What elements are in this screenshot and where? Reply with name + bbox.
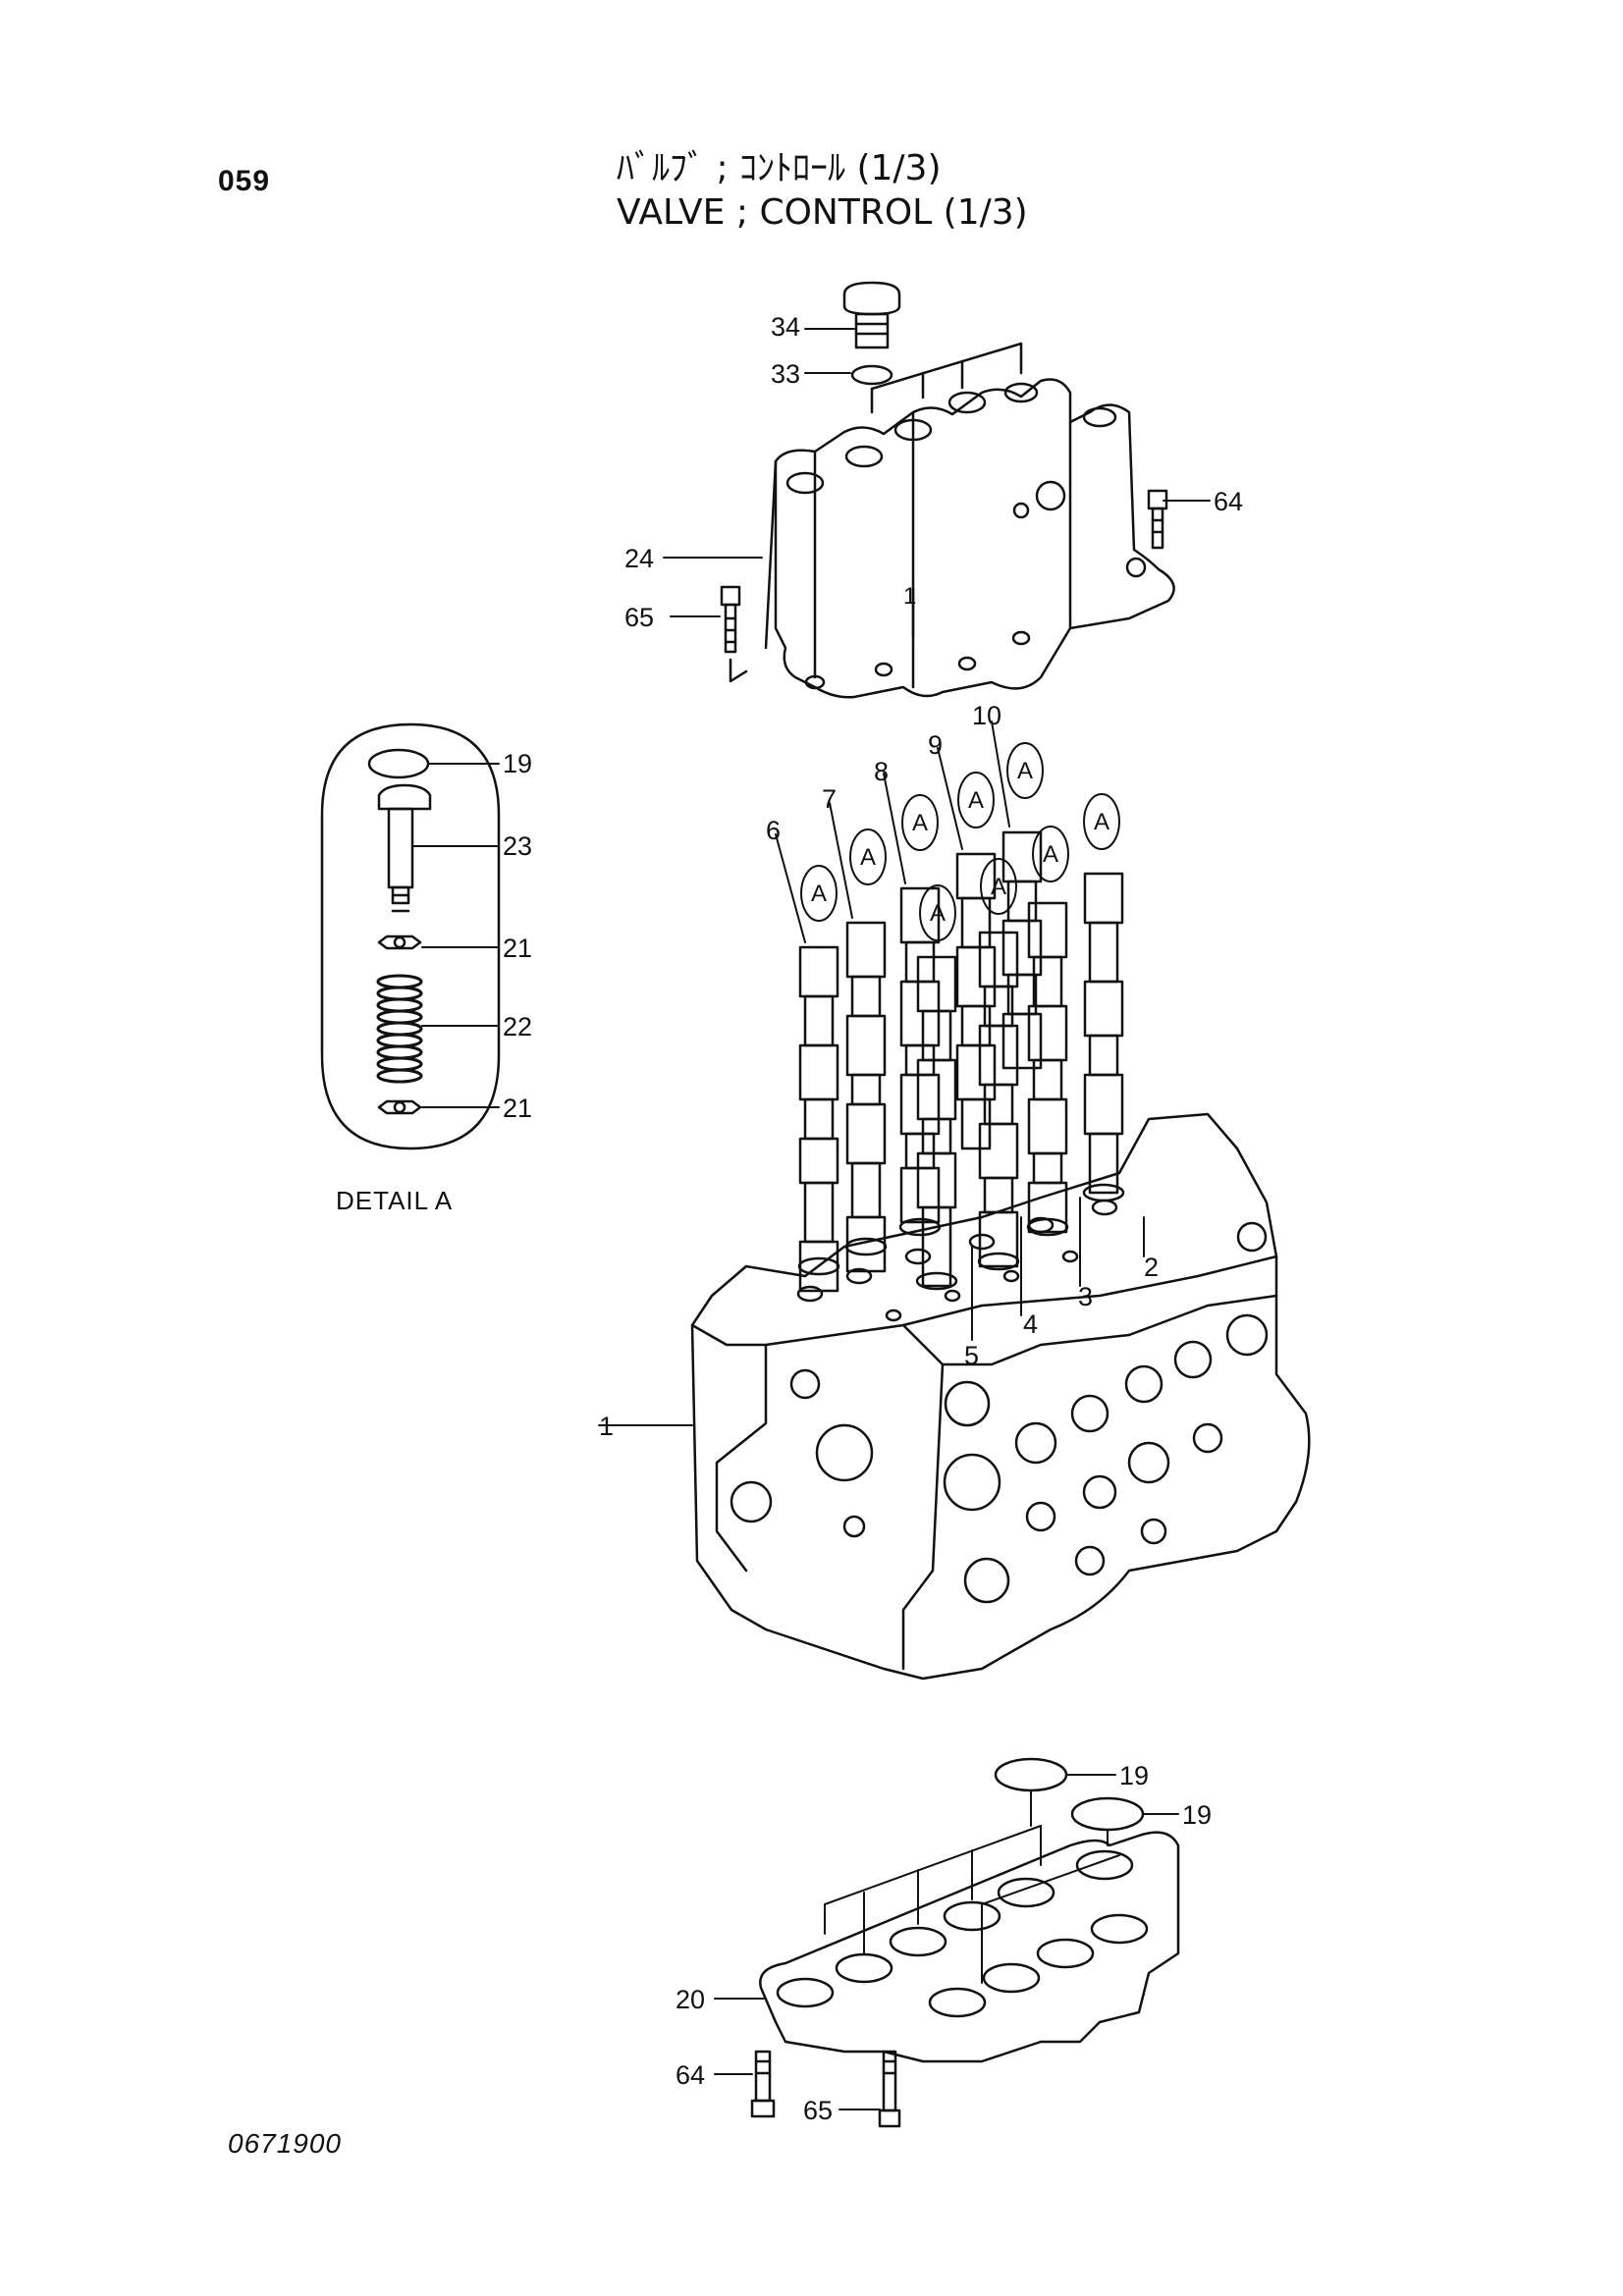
label-9: 9 bbox=[928, 730, 943, 760]
label-65-bottom: 65 bbox=[803, 2096, 833, 2125]
title-japanese: ﾊﾞﾙﾌﾞ ; ｺﾝﾄﾛｰﾙ (1/3) bbox=[617, 148, 942, 188]
top-cover-assembly bbox=[720, 281, 1175, 699]
main-valve-body bbox=[598, 1112, 1311, 1681]
label-64-top: 64 bbox=[1214, 487, 1243, 516]
callout-a-markers bbox=[800, 742, 1120, 941]
callout-a-7: A bbox=[1017, 758, 1033, 784]
spool-2 bbox=[1083, 872, 1124, 1195]
spool-10 bbox=[1001, 830, 1043, 1070]
callout-a-3: A bbox=[912, 810, 928, 836]
callout-a-8: A bbox=[1043, 841, 1058, 868]
label-19-bottom-a: 19 bbox=[1119, 1761, 1149, 1790]
label-65-top: 65 bbox=[624, 603, 654, 632]
part-labels: 34 33 64 24 65 1 19 23 21 22 21 6 7 8 9 … bbox=[503, 312, 1243, 2125]
page-number: 059 bbox=[218, 165, 271, 197]
label-64-bottom: 64 bbox=[676, 2060, 705, 2090]
label-1-cover: 1 bbox=[903, 583, 916, 610]
callout-a-2: A bbox=[860, 844, 876, 871]
label-5: 5 bbox=[964, 1341, 979, 1370]
spool-7 bbox=[845, 921, 887, 1273]
spool-9 bbox=[955, 852, 997, 1150]
label-20: 20 bbox=[676, 1985, 705, 2014]
title-english: VALVE ; CONTROL (1/3) bbox=[617, 192, 1028, 233]
label-22: 22 bbox=[503, 1012, 532, 1041]
label-7: 7 bbox=[822, 784, 837, 814]
spool-5 bbox=[916, 955, 957, 1288]
leader-lines-top bbox=[663, 328, 1211, 617]
label-33: 33 bbox=[771, 359, 800, 389]
spool-8 bbox=[899, 886, 941, 1224]
label-23: 23 bbox=[503, 831, 532, 861]
callout-a-4: A bbox=[930, 900, 946, 927]
label-6: 6 bbox=[766, 816, 781, 845]
label-2: 2 bbox=[1144, 1253, 1159, 1282]
document-code: 0671900 bbox=[228, 2128, 343, 2159]
label-10: 10 bbox=[972, 701, 1001, 730]
callout-a-9: A bbox=[1094, 809, 1109, 835]
label-21-lower: 21 bbox=[503, 1094, 532, 1123]
label-34: 34 bbox=[771, 312, 800, 342]
spool-6 bbox=[798, 945, 839, 1293]
label-1-body: 1 bbox=[599, 1412, 614, 1441]
detail-a-frame bbox=[320, 722, 501, 1150]
label-21-upper: 21 bbox=[503, 934, 532, 963]
callout-a-5: A bbox=[968, 787, 984, 814]
callout-a-6: A bbox=[991, 874, 1006, 900]
label-24: 24 bbox=[624, 544, 654, 573]
bottom-cover-assembly bbox=[714, 1757, 1180, 2128]
label-19-detail: 19 bbox=[503, 749, 532, 778]
label-3: 3 bbox=[1078, 1282, 1093, 1311]
label-4: 4 bbox=[1023, 1309, 1038, 1339]
detail-a-label: DETAIL A bbox=[336, 1186, 454, 1215]
spool-3 bbox=[1027, 901, 1068, 1234]
callout-a-letters: A A A A A A A A A bbox=[811, 758, 1109, 927]
label-19-bottom-b: 19 bbox=[1182, 1800, 1212, 1830]
label-8: 8 bbox=[874, 757, 889, 786]
callout-a-1: A bbox=[811, 881, 827, 907]
